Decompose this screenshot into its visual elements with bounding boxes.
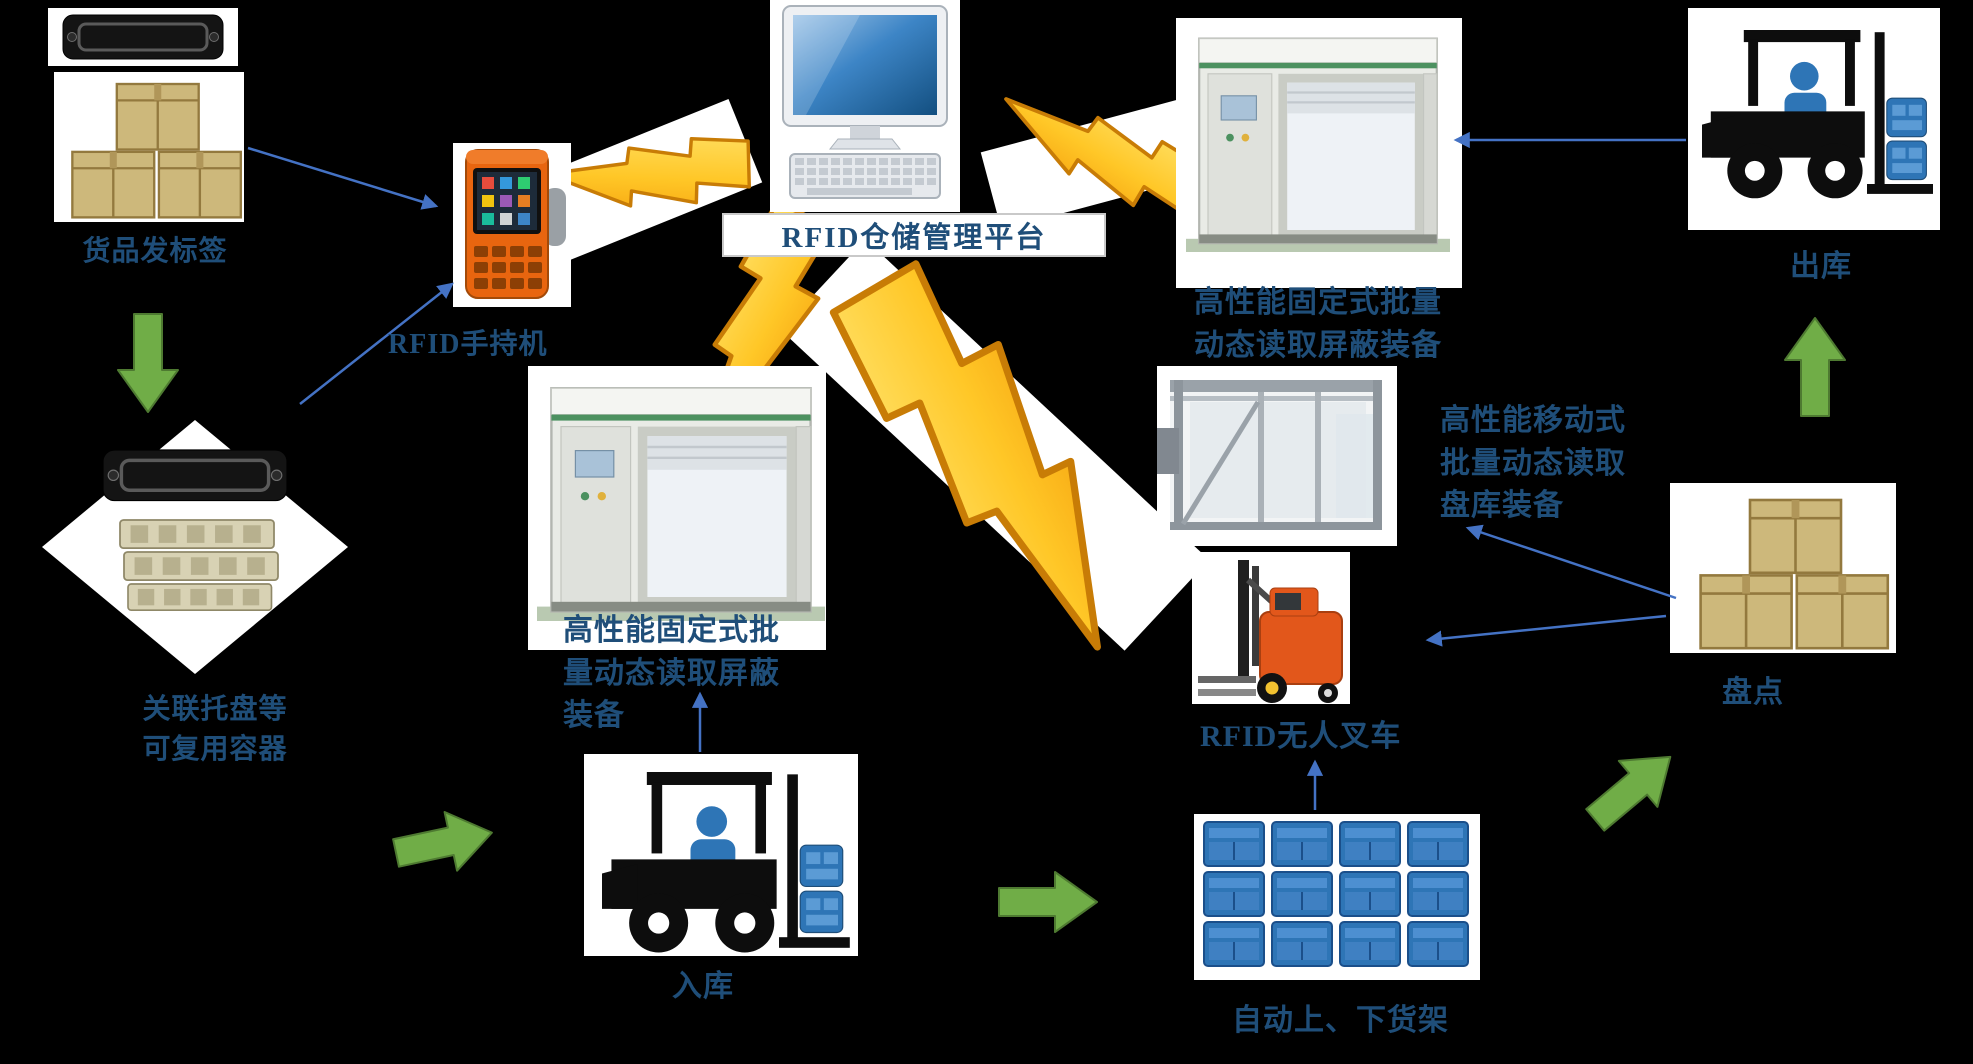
label-auto-shelf: 自动上、下货架 xyxy=(1232,1004,1449,1037)
label-goods-tag: 货品发标签 xyxy=(82,236,228,267)
label-stocktake: 盘点 xyxy=(1722,676,1784,709)
label-pallet-container: 关联托盘等 可复用容器 xyxy=(142,694,288,765)
handheld-reader-icon xyxy=(465,149,566,299)
label-fixed-gate-top: 高性能固定式批量 动态读取屏蔽装备 xyxy=(1194,286,1442,362)
platform-title-box: RFID仓储管理平台 xyxy=(722,213,1106,257)
label-fixed-gate-center: 高性能固定式批 量动态读取屏蔽 装备 xyxy=(563,614,780,733)
label-agv-forklift: RFID无人叉车 xyxy=(1200,720,1402,753)
gate-machine-top-icon xyxy=(1184,37,1452,254)
gantry-frame-icon xyxy=(1157,380,1382,530)
gate-machine-center-icon xyxy=(535,387,827,623)
rfid-tag-icon xyxy=(61,13,225,61)
label-handheld: RFID手持机 xyxy=(388,329,548,360)
desktop-computer-icon xyxy=(782,5,948,199)
connector-arrow-icon xyxy=(247,131,1686,810)
label-outbound: 出库 xyxy=(1790,250,1852,283)
label-mobile-gate: 高性能移动式 批量动态读取 盘库装备 xyxy=(1440,404,1626,523)
label-inbound: 入库 xyxy=(672,970,734,1003)
pallet-tag-icon xyxy=(101,448,289,503)
label-platform: RFID仓储管理平台 xyxy=(781,222,1047,254)
pallet-tray-icon xyxy=(119,519,279,612)
